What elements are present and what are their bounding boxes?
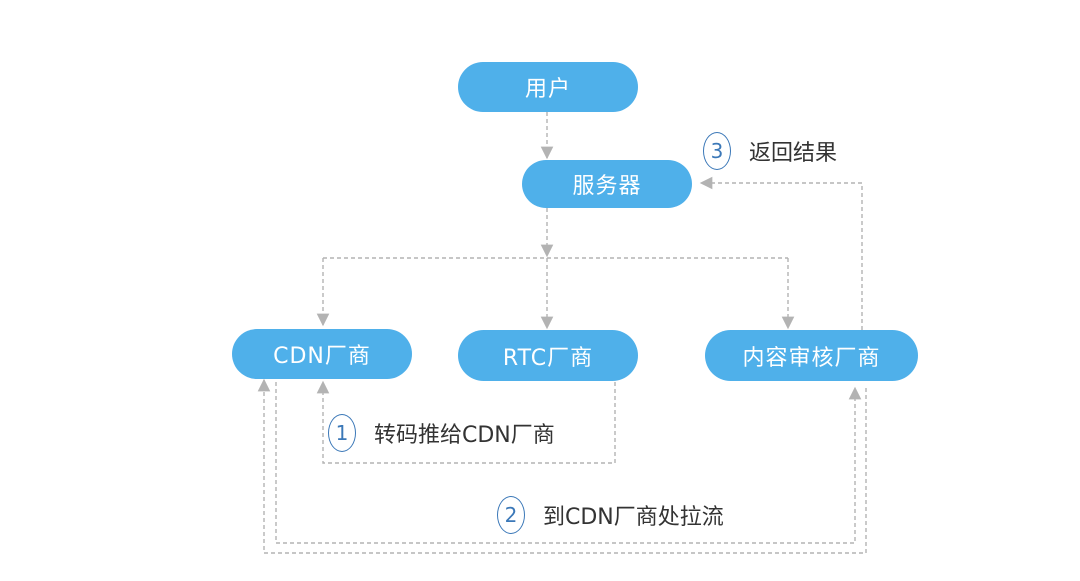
step-3: 3 返回结果 <box>703 132 837 170</box>
edge-rtc-to-cdn <box>316 380 616 464</box>
step-2-label: 到CDN厂商处拉流 <box>543 505 724 530</box>
node-audit-label: 内容审核厂商 <box>742 345 881 371</box>
step-3-number: 3 <box>703 132 731 170</box>
edge-cdn-to-audit <box>275 382 862 544</box>
step-1: 1 转码推给CDN厂商 <box>328 414 555 452</box>
node-cdn-label: CDN厂商 <box>273 344 371 369</box>
node-server: 服务器 <box>522 160 692 208</box>
step-2: 2 到CDN厂商处拉流 <box>497 496 724 534</box>
step-1-number: 1 <box>328 414 356 452</box>
step-2-number: 2 <box>497 496 525 534</box>
node-rtc-label: RTC厂商 <box>502 345 594 371</box>
node-audit: 内容审核厂商 <box>705 330 918 381</box>
node-rtc: RTC厂商 <box>458 330 638 381</box>
node-user-label: 用户 <box>524 77 571 102</box>
edge-audit-to-server <box>699 176 863 330</box>
step-1-label: 转码推给CDN厂商 <box>374 423 555 448</box>
edge-audit-to-cdn <box>257 378 867 554</box>
node-cdn: CDN厂商 <box>232 329 412 379</box>
node-user: 用户 <box>458 62 638 112</box>
node-server-label: 服务器 <box>572 174 642 199</box>
step-3-label: 返回结果 <box>749 141 838 166</box>
